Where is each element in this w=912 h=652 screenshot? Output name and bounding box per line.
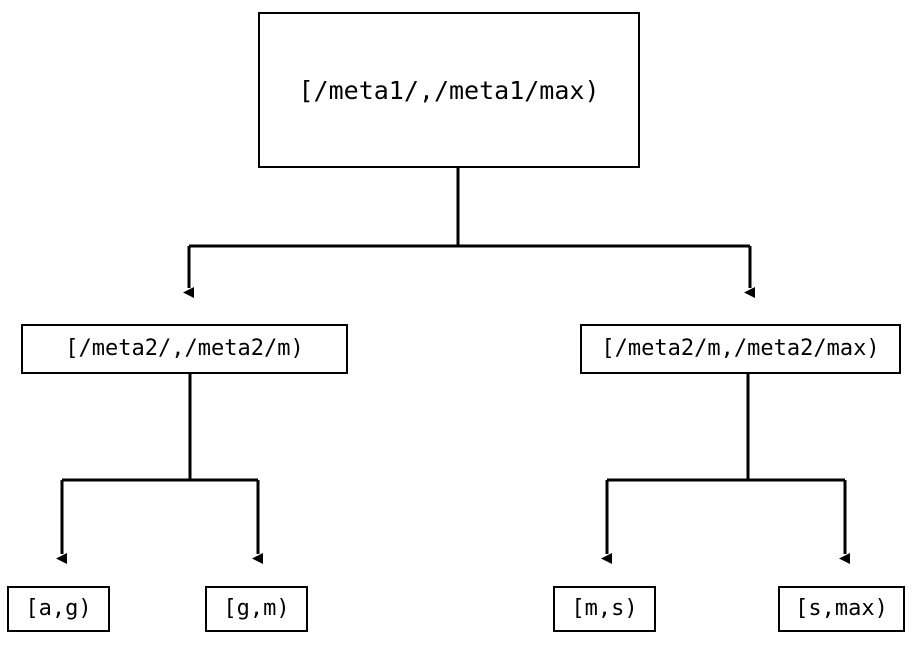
tree-node-leaf-ms[interactable]: [m,s)	[553, 586, 656, 632]
tree-node-root-label: [/meta1/,/meta1/max)	[298, 75, 600, 105]
tree-node-leaf-smax-label: [s,max)	[795, 596, 888, 621]
tree-node-mid-left[interactable]: [/meta2/,/meta2/m)	[21, 324, 348, 374]
tree-node-leaf-gm-label: [g,m)	[223, 596, 290, 621]
tree-node-leaf-ag[interactable]: [a,g)	[7, 586, 110, 632]
tree-node-mid-right[interactable]: [/meta2/m,/meta2/max)	[580, 324, 901, 374]
tree-node-root[interactable]: [/meta1/,/meta1/max)	[258, 12, 640, 168]
tree-node-mid-left-label: [/meta2/,/meta2/m)	[65, 336, 304, 361]
tree-node-leaf-ag-label: [a,g)	[25, 596, 92, 621]
tree-node-leaf-smax[interactable]: [s,max)	[778, 586, 905, 632]
tree-node-mid-right-label: [/meta2/m,/meta2/max)	[601, 336, 880, 361]
tree-node-leaf-ms-label: [m,s)	[571, 596, 638, 621]
tree-node-leaf-gm[interactable]: [g,m)	[205, 586, 308, 632]
